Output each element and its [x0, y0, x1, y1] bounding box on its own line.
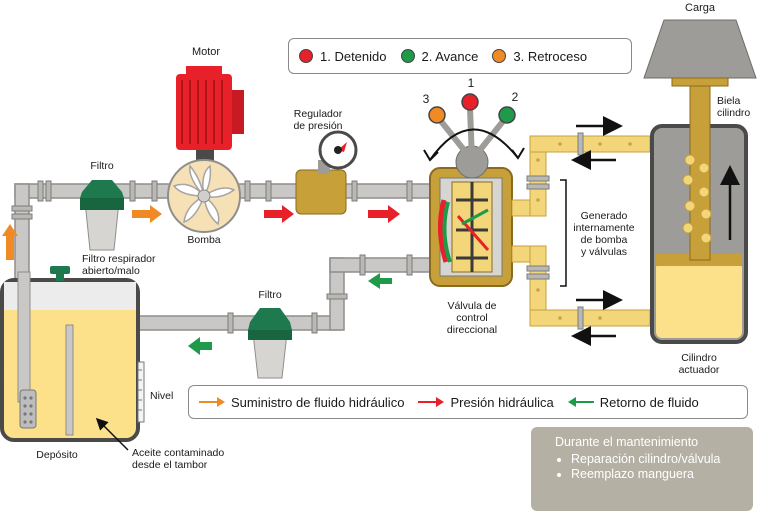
bottom-filter-label: Filtro [258, 289, 282, 301]
line-fittings [526, 132, 584, 330]
flow-legend-return-label: Retorno de fluido [599, 394, 699, 410]
top-filter-label: Filtro [90, 160, 114, 172]
valve-label: Válvula de control direccional [446, 300, 498, 336]
flow-legend-pressure: Presión hidráulica [418, 394, 554, 410]
rod-label: Biela cilindro [717, 95, 751, 119]
regulator-label: Regulador de presión [293, 108, 343, 132]
position-2-label: 2 [511, 90, 519, 104]
pump-label: Bomba [187, 234, 221, 246]
maintenance-item: Reparación cilindro/válvula [571, 452, 753, 467]
return-filter [248, 308, 292, 379]
flow-legend: Suministro de fluido hidráulico Presión … [188, 385, 748, 419]
position-1-label: 1 [467, 76, 475, 90]
return-arrows [188, 273, 392, 355]
flow-legend-pressure-label: Presión hidráulica [450, 394, 554, 410]
state-legend-advance-label: 2. Avance [421, 48, 479, 64]
actuator-cylinder [650, 79, 748, 344]
flow-legend-supply-label: Suministro de fluido hidráulico [231, 394, 405, 410]
pressure-regulator [295, 130, 358, 215]
suction-filter [80, 180, 124, 251]
level-gauge [137, 361, 145, 423]
oil-pointer [95, 417, 129, 451]
breather-label: Filtro respirador abierto/malo [82, 253, 156, 277]
orange-dot-icon [492, 49, 507, 63]
cylinder-flow-arrows [571, 116, 623, 346]
generated-label: Generado internamente de bomba y válvula… [573, 210, 635, 258]
line-bubbles [536, 142, 632, 320]
level-label: Nivel [150, 390, 174, 402]
state-legend: 1. Detenido 2. Avance 3. Retroceso [288, 38, 632, 74]
supply-arrows [2, 205, 162, 260]
reservoir-label: Depósito [36, 449, 78, 461]
green-arrow-icon [567, 397, 594, 407]
state-legend-stopped-label: 1. Detenido [320, 48, 387, 64]
motor-label: Motor [191, 46, 221, 58]
pump [167, 159, 241, 233]
red-arrow-icon [418, 397, 445, 407]
maintenance-note: Durante el mantenimiento Reparación cili… [531, 427, 753, 511]
motor [176, 66, 244, 162]
oil-label: Aceite contaminado desde el tambor [132, 447, 225, 471]
flow-legend-supply: Suministro de fluido hidráulico [199, 395, 404, 410]
load [643, 19, 757, 87]
load-label: Carga [685, 2, 715, 14]
reservoir [0, 266, 140, 442]
cylinder-label: Cilindro actuador [678, 352, 720, 376]
pipe-fittings [11, 180, 413, 334]
position-3-label: 3 [422, 92, 430, 106]
orange-arrow-icon [199, 397, 225, 407]
generated-bracket [560, 179, 567, 287]
flow-legend-return: Retorno de fluido [567, 394, 699, 410]
directional-valve [423, 93, 525, 287]
state-legend-retract: 3. Retroceso [492, 49, 587, 64]
red-dot-icon [299, 49, 313, 63]
pressure-arrows [264, 205, 400, 223]
state-legend-retract-label: 3. Retroceso [513, 48, 588, 64]
green-dot-icon [400, 49, 415, 63]
maintenance-item: Reemplazo manguera [571, 467, 753, 482]
maintenance-title: Durante el mantenimiento [555, 435, 699, 449]
maintenance-list: Reparación cilindro/válvula Reemplazo ma… [555, 452, 753, 482]
state-legend-advance: 2. Avance [400, 48, 479, 64]
state-legend-stopped: 1. Detenido [299, 49, 387, 64]
